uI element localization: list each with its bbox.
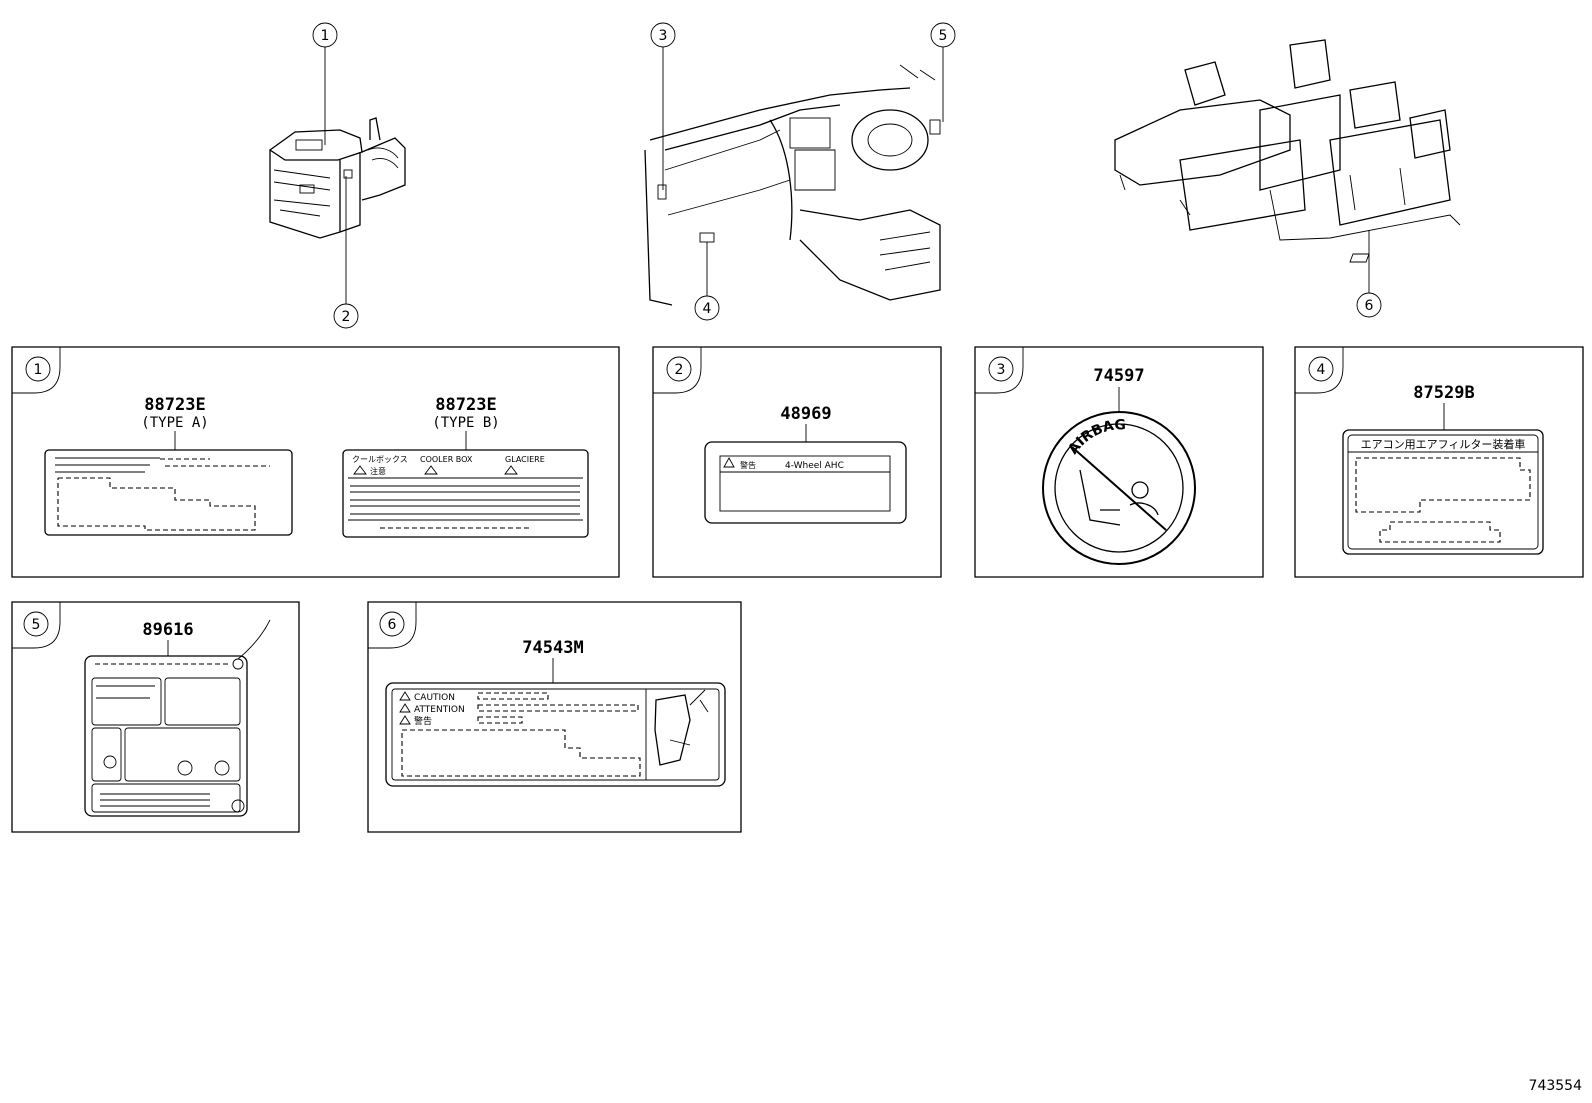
- callout-number-3: 3: [659, 28, 668, 44]
- callout-number-4: 4: [703, 301, 712, 317]
- type-b-header-fr: GLACIERE: [505, 455, 545, 464]
- dashboard-illustration: [644, 64, 941, 306]
- label-74543m-line-caution: CAUTION: [414, 693, 455, 703]
- type-b-header-ja: クールボックス: [352, 455, 408, 464]
- panel-2-number: 2: [675, 362, 684, 378]
- callout-3-top: 3: [650, 22, 676, 190]
- panel-5-number: 5: [32, 617, 41, 633]
- label-74543m-line-attention: ATTENTION: [414, 705, 465, 715]
- label-88723e-type-a-part: 88723E: [144, 395, 205, 415]
- callout-number-6: 6: [1365, 298, 1374, 314]
- airbag-ring-text: AIRBAG: [1065, 417, 1126, 457]
- callout-6-top: 6: [1356, 230, 1382, 318]
- panel-3: 3 74597 AIRBAG: [974, 346, 1264, 578]
- label-88723e-type-a-type: (TYPE A): [141, 415, 208, 431]
- label-74543m-line-warning: 警告: [414, 715, 432, 727]
- callout-2-top: 2: [333, 176, 359, 329]
- callout-5-top: 5: [930, 22, 956, 122]
- console-illustration: [268, 117, 406, 239]
- label-74597-part: 74597: [1093, 366, 1144, 386]
- panel-4-number: 4: [1317, 362, 1326, 378]
- label-74543m-part: 74543M: [522, 638, 583, 658]
- type-b-warning: 注意: [370, 466, 386, 476]
- callout-4-top: 4: [694, 242, 720, 321]
- callout-number-5: 5: [939, 28, 948, 44]
- panel-1: 1 88723E (TYPE A) 88723E (TYPE B) クールボック…: [11, 346, 620, 578]
- panel-6: 6 74543M CAUTION ATTENTION 警告: [367, 601, 742, 833]
- panel-5: 5 89616: [11, 601, 300, 833]
- label-48969-warning: 警告: [740, 460, 756, 470]
- callout-number-1: 1: [321, 28, 330, 44]
- panel-2: 2 48969 警告 4-Wheel AHC: [652, 346, 942, 578]
- panel-1-number: 1: [34, 362, 43, 378]
- label-89616-part: 89616: [142, 620, 193, 640]
- callout-1-top: 1: [312, 22, 338, 145]
- panel-4: 4 87529B エアコン用エアフィルター装着車: [1294, 346, 1584, 578]
- label-87529b-title: エアコン用エアフィルター装着車: [1361, 437, 1526, 451]
- panel-3-number: 3: [997, 362, 1006, 378]
- label-88723e-type-b-part: 88723E: [435, 395, 496, 415]
- label-88723e-type-b-type: (TYPE B): [432, 415, 499, 431]
- label-48969-part: 48969: [780, 404, 831, 424]
- callout-number-2: 2: [342, 309, 351, 325]
- figure-id: 743554: [1529, 1078, 1583, 1094]
- label-48969-text: 4-Wheel AHC: [785, 461, 844, 471]
- seats-illustration: [1114, 39, 1461, 263]
- panel-6-number: 6: [388, 617, 397, 633]
- type-b-header-en: COOLER BOX: [420, 455, 473, 464]
- label-87529b-part: 87529B: [1413, 383, 1474, 403]
